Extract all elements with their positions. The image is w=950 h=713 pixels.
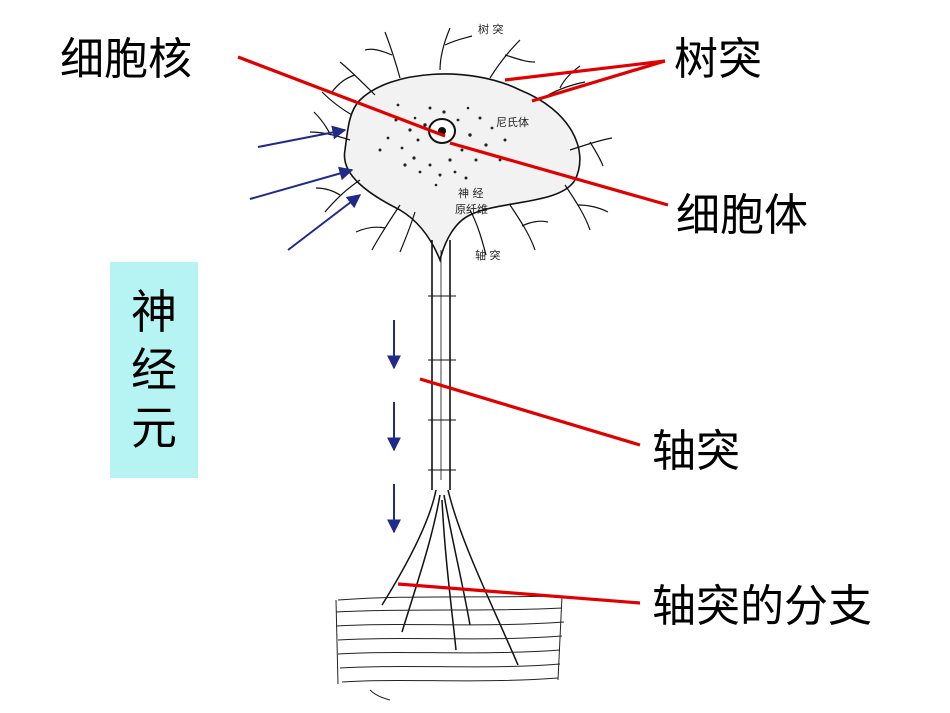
axon-shape <box>428 240 456 490</box>
title-char-3: 元 <box>131 401 177 455</box>
pointer-line-axon-branches <box>397 582 641 605</box>
signal-arrow-icon <box>249 166 354 200</box>
figure-text-axon: 轴 突 <box>475 249 501 262</box>
figure-text-neurofibril-1: 神 经 <box>458 187 484 200</box>
label-axon: 轴突 <box>652 426 740 477</box>
figure-text-nissl: 尼氏体 <box>496 116 529 129</box>
neuron-title-box: 神 经 元 <box>110 262 198 478</box>
title-char-1: 神 <box>131 285 177 339</box>
pointer-line-dendrite-b <box>531 59 666 103</box>
figure-text-neurofibril-2: 原纤维 <box>455 203 488 216</box>
label-cell-body: 细胞体 <box>676 190 808 241</box>
title-char-2: 经 <box>131 343 177 397</box>
cell-body-shape <box>343 73 581 263</box>
pointer-line-axon <box>419 377 641 447</box>
figure-text-top: 树 突 <box>478 23 504 36</box>
label-axon-branches: 轴突的分支 <box>652 581 872 632</box>
signal-arrows <box>249 125 401 534</box>
signal-arrow-icon <box>287 194 362 251</box>
label-nucleus: 细胞核 <box>60 34 192 85</box>
muscle-tissue <box>335 595 565 701</box>
pointer-line-dendrite-a <box>504 59 666 82</box>
signal-arrow-icon <box>257 125 347 148</box>
pointer-line-nucleus <box>237 55 446 138</box>
pointer-lines <box>237 55 669 605</box>
axon-branch-shapes <box>381 489 519 666</box>
pointer-line-cell-body <box>449 141 669 207</box>
label-dendrite: 树突 <box>674 34 762 85</box>
